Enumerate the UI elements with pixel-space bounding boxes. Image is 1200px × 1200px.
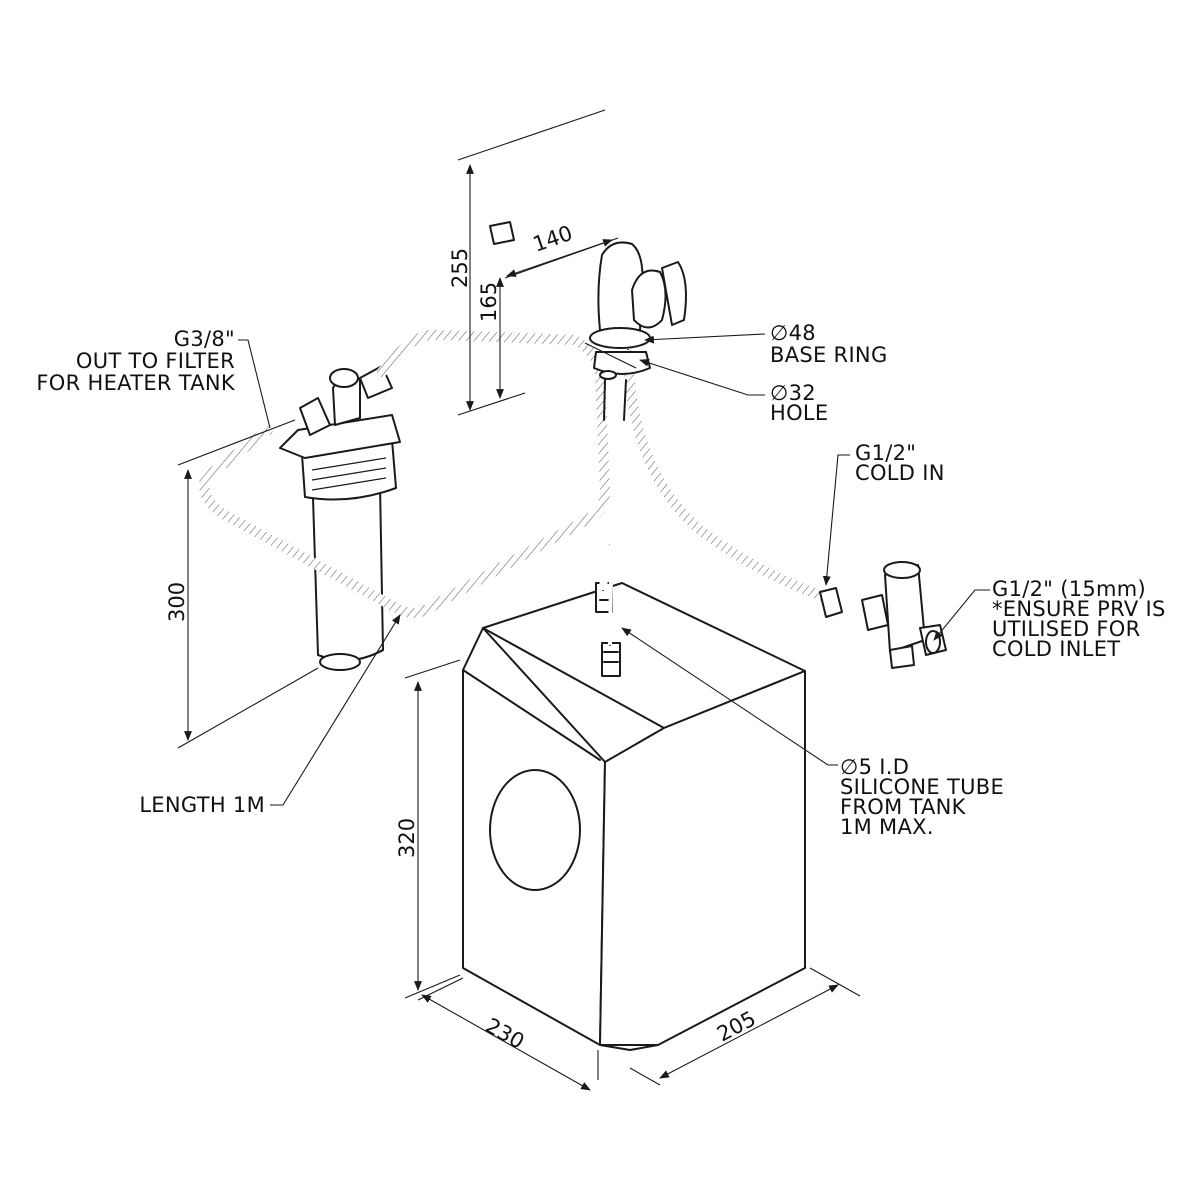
callout-hole-line1: ∅32	[770, 381, 816, 405]
callout-cold-in: G1/2" COLD IN	[855, 441, 945, 485]
base-ring	[589, 327, 651, 349]
callout-hole-line2: HOLE	[770, 401, 829, 425]
callout-silicone-line1: ∅5 I.D	[840, 755, 909, 779]
callout-length: LENGTH 1M	[139, 793, 265, 817]
callout-g38-line1: G3/8"	[174, 327, 235, 351]
dimension-lines	[177, 109, 861, 1091]
dimension-filter-height: 300	[165, 582, 189, 622]
braided-hoses	[199, 329, 843, 646]
callout-prv-line3: UTILISED FOR	[992, 617, 1141, 641]
callout-cold-in-line2: COLD IN	[855, 461, 945, 485]
callout-silicone: ∅5 I.D SILICONE TUBE FROM TANK 1M MAX.	[840, 755, 1004, 839]
callout-cold-in-line1: G1/2"	[855, 441, 916, 465]
callout-g38-line3: FOR HEATER TANK	[36, 371, 236, 395]
tank-badge	[489, 769, 581, 891]
dimension-spout-reach: 140	[530, 221, 576, 257]
callout-silicone-line4: 1M MAX.	[840, 815, 934, 839]
pressure-reducing-valve	[861, 561, 947, 669]
dimension-tap-height: 255	[448, 248, 472, 288]
callout-base-ring: ∅48 BASE RING	[770, 321, 888, 367]
callout-g38-line2: OUT TO FILTER	[76, 349, 235, 373]
callout-base-ring-line2: BASE RING	[770, 343, 888, 367]
dimension-tank-height: 320	[395, 818, 419, 858]
callout-g38: G3/8" OUT TO FILTER FOR HEATER TANK	[36, 327, 236, 395]
dimension-tank-width: 230	[482, 1013, 529, 1053]
callout-prv-line4: COLD INLET	[992, 637, 1120, 661]
tap	[489, 106, 687, 421]
callout-base-ring-line1: ∅48	[770, 321, 816, 345]
dimension-spout-height: 165	[477, 282, 501, 322]
callout-silicone-line2: SILICONE TUBE	[840, 775, 1004, 799]
callout-prv-line2: *ENSURE PRV IS	[992, 597, 1166, 621]
callout-prv: G1/2" (15mm) *ENSURE PRV IS UTILISED FOR…	[992, 577, 1166, 661]
callout-hole: ∅32 HOLE	[770, 381, 829, 425]
leader-lines	[238, 333, 990, 806]
callout-silicone-line3: FROM TANK	[840, 795, 967, 819]
heater-tank	[462, 582, 806, 1051]
water-filter	[279, 365, 401, 671]
callout-prv-line1: G1/2" (15mm)	[992, 577, 1146, 601]
